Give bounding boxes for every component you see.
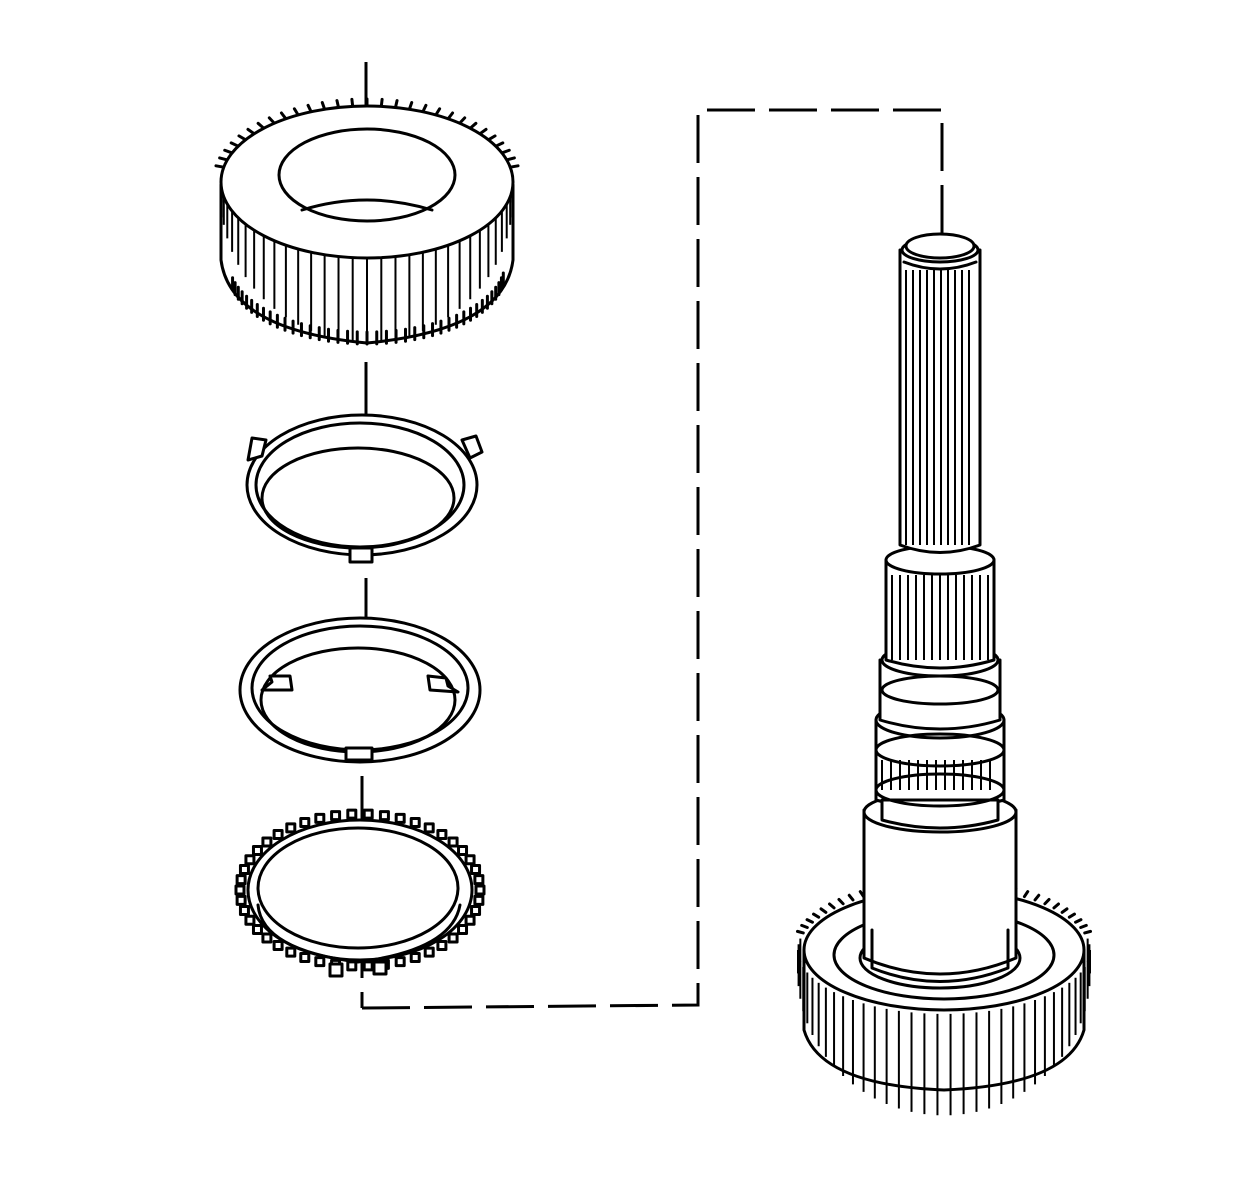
synchro-inner-ring	[234, 808, 486, 978]
top-gear	[214, 97, 520, 346]
synchro-middle-cone	[238, 616, 482, 764]
splined-shaft-with-gear-icon	[795, 232, 1093, 1116]
tabbed-ring-icon	[245, 413, 484, 564]
spur-gear-icon	[214, 97, 520, 346]
toothed-ring-icon	[234, 808, 486, 972]
synchro-outer-cone	[245, 413, 484, 564]
mainshaft-assembly	[795, 232, 1093, 1116]
notched-ring-icon	[238, 616, 482, 764]
